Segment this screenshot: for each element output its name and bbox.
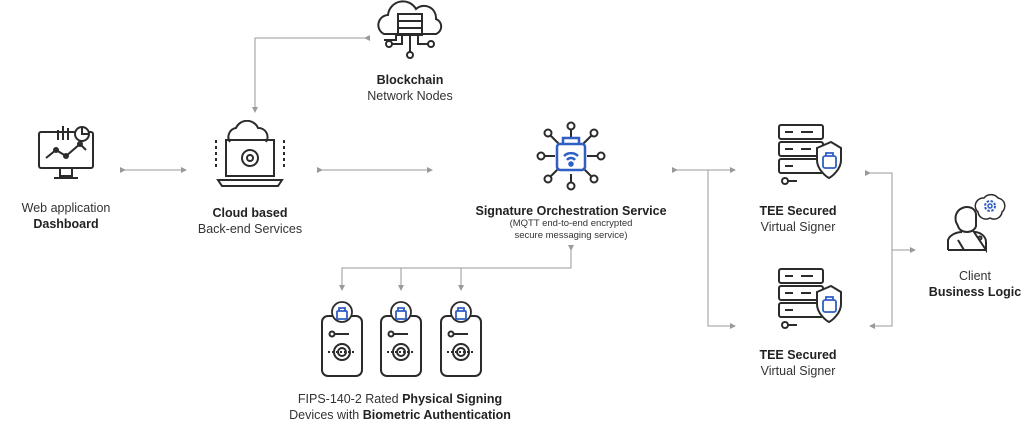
fingerprint-device-icon bbox=[380, 301, 422, 377]
orchestration-label: Signature Orchestration Service bbox=[475, 204, 667, 218]
monitor-chart-icon bbox=[38, 126, 94, 179]
lock-network-icon bbox=[536, 121, 606, 191]
person-gear-icon bbox=[947, 193, 1006, 254]
tee-client-connector bbox=[865, 170, 893, 329]
devices-connector bbox=[339, 245, 574, 291]
server-shield-icon bbox=[778, 124, 842, 185]
server-shield-icon bbox=[778, 268, 842, 329]
orchestration-tee-connector bbox=[672, 167, 736, 329]
fingerprint-device-icon bbox=[440, 301, 482, 377]
cloud-server-icon bbox=[377, 0, 443, 59]
blockchain-connector bbox=[252, 35, 370, 113]
cloud-laptop-gear-icon bbox=[215, 120, 285, 187]
fingerprint-device-icon bbox=[321, 301, 363, 377]
